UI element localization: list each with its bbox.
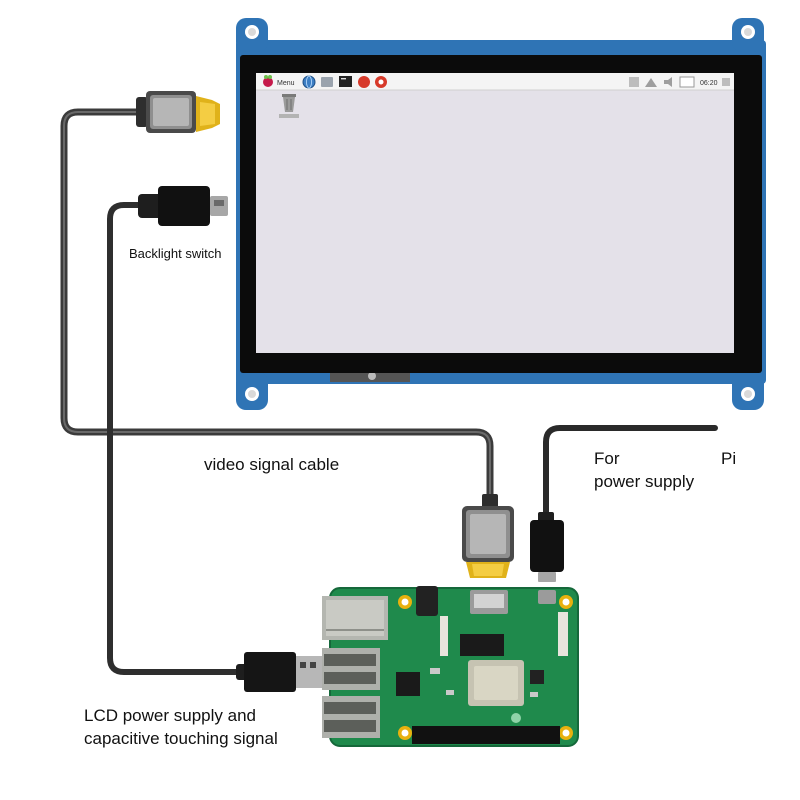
eject-icon[interactable] <box>722 78 730 86</box>
bluetooth-icon[interactable] <box>629 77 639 87</box>
mounting-ear-bl <box>236 372 268 410</box>
micro-usb-plug-top <box>138 186 228 226</box>
lcd-power-label-line1: LCD power supply and <box>84 706 256 725</box>
hdmi-plug-bottom <box>462 494 514 578</box>
cpu-monitor-icon <box>679 76 695 88</box>
pi-label: Pi <box>721 449 737 468</box>
volume-icon[interactable] <box>664 77 672 87</box>
lcd-power-cable <box>107 202 247 675</box>
flex-connector-mark <box>368 372 376 380</box>
for-label: For <box>594 449 620 468</box>
terminal-icon[interactable] <box>339 76 352 87</box>
lan-chip <box>396 672 420 696</box>
mounting-ear-br <box>732 372 764 410</box>
usb-port-upper <box>322 648 380 690</box>
mounting-ear-tr <box>732 18 764 52</box>
usb-port-lower <box>322 696 380 738</box>
micro-usb-port <box>538 590 556 604</box>
dsi-connector <box>558 612 568 656</box>
trash-icon[interactable] <box>279 94 299 118</box>
desktop-taskbar <box>256 73 734 90</box>
wifi-icon[interactable] <box>645 78 657 87</box>
folder-icon[interactable] <box>321 77 333 87</box>
mounting-ear-tl <box>236 18 268 52</box>
pi-power-cable <box>543 425 718 523</box>
usb-a-plug <box>236 652 322 692</box>
micro-usb-plug-pi-power <box>530 512 564 582</box>
ethernet-port <box>322 596 388 640</box>
globe-icon[interactable] <box>302 75 316 89</box>
bt-module <box>460 634 504 656</box>
raspberry-pi-board <box>322 586 579 747</box>
csi-connector <box>440 616 448 656</box>
lcd-power-label-line2: capacitive touching signal <box>84 729 278 748</box>
gpio-header <box>412 726 560 744</box>
backlight-switch-label: Backlight switch <box>129 246 222 261</box>
taskbar-clock: 06:20 <box>700 80 718 87</box>
hdmi-plug-top <box>136 91 220 133</box>
video-signal-cable <box>60 108 494 504</box>
mathematica-icon[interactable] <box>375 76 387 88</box>
lcd-display <box>256 73 734 353</box>
audio-jack <box>416 586 438 616</box>
power-supply-label: power supply <box>594 472 695 491</box>
video-signal-cable-label: video signal cable <box>204 455 340 474</box>
lcd-panel: Menu <box>236 18 766 410</box>
taskbar-menu-label[interactable]: Menu <box>277 80 295 87</box>
wolfram-icon[interactable] <box>358 76 370 88</box>
raspberry-icon[interactable] <box>263 75 273 87</box>
